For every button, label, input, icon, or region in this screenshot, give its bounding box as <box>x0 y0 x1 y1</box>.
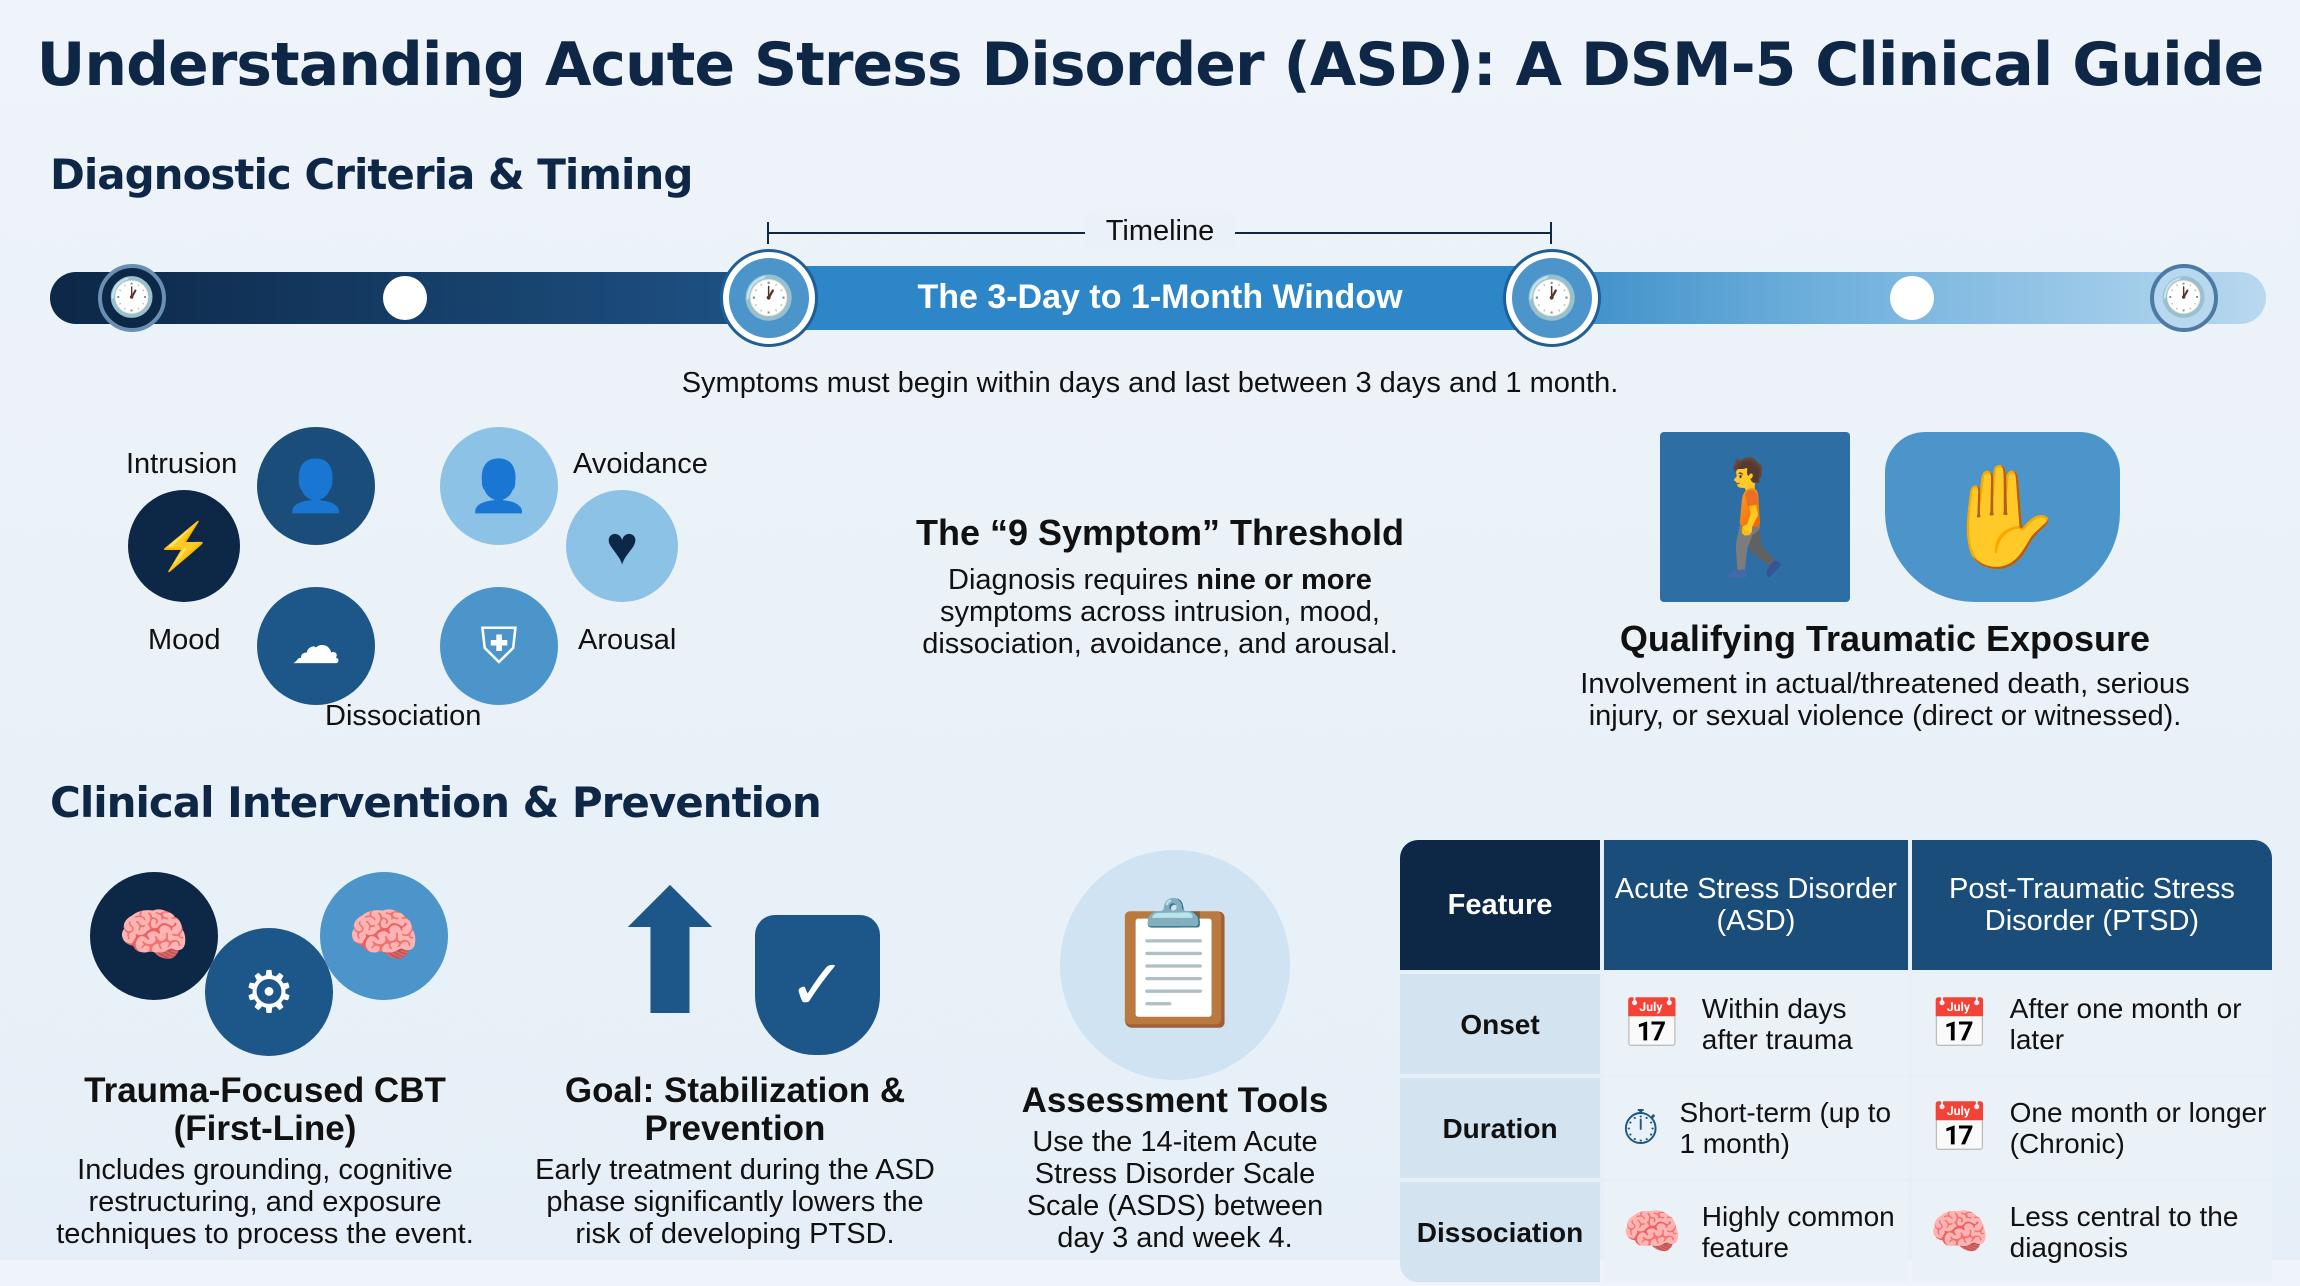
card-title: Assessment Tools <box>1021 1081 1329 1120</box>
cell-asd: Short-term (up to 1 month) <box>1679 1097 1892 1159</box>
cell-asd: Highly common feature <box>1701 1201 1895 1263</box>
clock-icon: 🕐 <box>1506 252 1598 344</box>
rain-cloud-icon: ☁ <box>257 587 375 705</box>
section-title-intervention: Clinical Intervention & Prevention <box>50 778 822 827</box>
clipboard-clock-icon: 📋 <box>1060 850 1290 1080</box>
brain-icon: 🧠 <box>320 872 448 1000</box>
label-intrusion: Intrusion <box>126 448 238 480</box>
stopwatch-icon: ⏱ <box>1622 1101 1660 1155</box>
label-mood: Mood <box>148 624 221 656</box>
clock-icon: 🕐 <box>723 252 815 344</box>
heartbeat-icon: ♥ <box>566 490 678 602</box>
cell-ptsd: Less central to the diagnosis <box>2009 1201 2239 1263</box>
calendar-clock-icon: 📅 <box>1929 997 1990 1051</box>
timeline-marker <box>1890 276 1934 320</box>
fragmented-brain-icon: 🧠 <box>1929 1205 1990 1259</box>
label-dissociation: Dissociation <box>325 700 482 732</box>
shield-person-icon: ⛨ <box>440 587 558 705</box>
calendar-clock-icon: 📅 <box>1622 997 1682 1051</box>
table-row: Onset 📅 Within days after trauma 📅 After o… <box>1400 974 2272 1074</box>
arrow-up-icon: ⬆ <box>598 860 742 1050</box>
row-feature: Dissociation <box>1400 1182 1600 1282</box>
table-row: Duration ⏱ Short-term (up to 1 month) 📅 On… <box>1400 1078 2272 1178</box>
page-title: Understanding Acute Stress Disorder (ASD… <box>36 30 2265 100</box>
clock-icon: 🕐 <box>98 264 166 332</box>
shield-hand-icon: ✋ <box>1885 432 2120 602</box>
section-title-diagnostic: Diagnostic Criteria & Timing <box>50 150 693 199</box>
card-title: Trauma-Focused CBT (First-Line) <box>84 1071 446 1148</box>
row-feature: Onset <box>1400 974 1600 1074</box>
header-ptsd: Post-Traumatic Stress Disorder (PTSD) <box>1911 840 2272 970</box>
card-text: Includes grounding, cognitive restructur… <box>56 1154 474 1250</box>
avoid-face-icon: 👤 <box>440 427 558 545</box>
threshold-title: The “9 Symptom” Threshold <box>915 512 1405 553</box>
head-gears-icon: ⚙ <box>205 928 333 1056</box>
table-header: Feature Acute Stress Disorder (ASD) Post… <box>1400 840 2272 970</box>
clock-icon: 🕐 <box>2150 264 2218 332</box>
calendar-icon: 📅 <box>1929 1101 1990 1155</box>
cell-ptsd: One month or longer (Chronic) <box>2009 1097 2267 1159</box>
label-avoidance: Avoidance <box>573 448 708 480</box>
exposure-text: Involvement in actual/threatened death, … <box>1580 668 2190 732</box>
trauma-person-icon: 🚶 <box>1660 432 1850 602</box>
head-icon: 👤 <box>257 427 375 545</box>
table-row: Dissociation 🧠 Highly common feature 🧠 Les… <box>1400 1182 2272 1282</box>
threshold-text: Diagnosis requires nine or more symptoms… <box>900 564 1420 660</box>
row-feature: Duration <box>1400 1078 1600 1178</box>
timeline-label: Timeline <box>1085 215 1235 248</box>
cell-asd: Within days after trauma <box>1701 993 1853 1055</box>
card-title: Goal: Stabilization & Prevention <box>564 1071 906 1148</box>
header-feature: Feature <box>1400 840 1600 970</box>
comparison-table: Feature Acute Stress Disorder (ASD) Post… <box>1396 836 2276 1286</box>
header-asd: Acute Stress Disorder (ASD) <box>1604 840 1908 970</box>
card-text: Use the 14-item Acute Stress Disorder Sc… <box>1026 1126 1324 1254</box>
card-text: Early treatment during the ASD phase sig… <box>535 1154 935 1250</box>
threshold-pre: Diagnosis requires <box>948 564 1197 596</box>
cell-ptsd: After one month or later <box>2009 993 2242 1055</box>
brain-icon: 🧠 <box>90 872 218 1000</box>
label-arousal: Arousal <box>578 624 677 656</box>
brain-icon: 🧠 <box>1622 1205 1682 1259</box>
exposure-title: Qualifying Traumatic Exposure <box>1619 618 2151 659</box>
threshold-post: symptoms across intrusion, mood, dissoci… <box>922 596 1398 660</box>
broken-image-icon: ⚡ <box>128 490 240 602</box>
shield-check-icon: ✓ <box>755 915 880 1055</box>
timeline-caption: Symptoms must begin within days and last… <box>681 367 1619 399</box>
timeline-marker <box>383 276 427 320</box>
threshold-bold: nine or more <box>1196 564 1372 596</box>
window-label: The 3-Day to 1-Month Window <box>917 278 1403 316</box>
